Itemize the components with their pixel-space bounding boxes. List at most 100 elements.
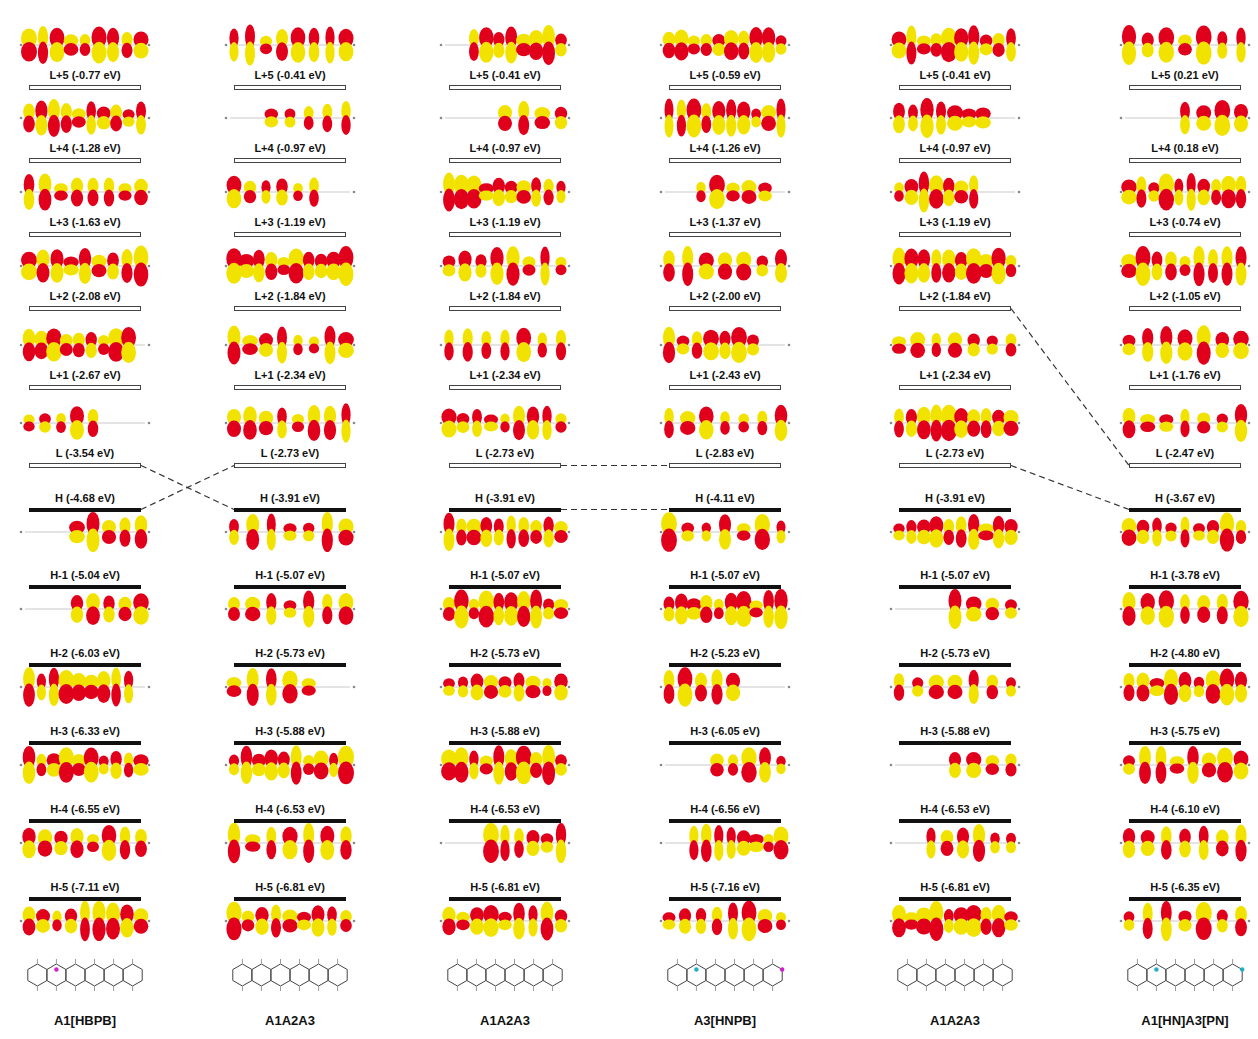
orbital-lobe [340,919,352,932]
orbital-lobe [1248,117,1251,120]
level-energy: H (-4.11 eV) [695,492,754,505]
level-energy: H-2 (-4.80 eV) [1150,647,1220,660]
orbital-lobe [245,607,260,621]
orbital-lobe [1194,685,1205,697]
level-bar [449,385,561,390]
orbital-lobe [23,684,35,707]
orbital-lobe [890,117,893,120]
occupied-level: H-4 (-6.53 eV) [899,799,1011,823]
orbital-lobe [702,530,711,541]
level-energy: L+4 (-0.97 eV) [919,142,990,155]
level-energy: L+3 (-1.37 eV) [689,216,760,229]
orbital-lobe [1120,422,1123,425]
orbital-lobe [660,608,663,611]
h-bond [772,959,773,964]
level-bar [234,663,346,667]
orbital-lobe [980,43,993,55]
orbital-lobe [1006,343,1017,357]
level-energy: L (-2.73 eV) [476,447,535,460]
orbital-lobe [481,343,491,360]
h-bond [280,959,281,964]
orbital-lobe [1196,42,1212,65]
orbital-lobe [134,262,149,286]
ring-bond [763,964,782,986]
level-energy: L+1 (-2.67 eV) [49,369,120,382]
orbital-lobe [709,189,725,209]
orbital-lobe [20,191,23,194]
orbital-lobe [1006,42,1016,62]
orbital-lobe [518,115,529,135]
orbital-lobe [892,343,906,353]
orbital-lobe [968,529,979,550]
orbital-lobe [46,342,61,362]
orbital-lobe [714,840,723,861]
orbital-lobe [454,606,469,629]
orbital-lobe [227,421,241,438]
orbital-lobe [121,342,136,363]
orbital-lobe [229,530,239,545]
level-energy: L+1 (-2.34 eV) [254,369,325,382]
orbital-lobe [490,263,503,285]
orbital-lobe [992,918,1006,937]
level-energy: H-4 (-6.10 eV) [1150,803,1220,816]
orbital-lobe [121,263,132,283]
orbital-lobe [677,343,690,354]
orbital-lobe [1248,608,1251,611]
level-bar [29,663,141,667]
h-bond [677,986,678,991]
occupied-level: H-5 (-7.16 eV) [669,877,781,901]
level-bar [449,585,561,589]
orbital-lobe [568,265,571,268]
orbital-lobe [942,263,955,282]
orbital-lobe [456,919,470,930]
orbital-lobe [37,685,46,701]
orbital-lobe [1139,762,1151,784]
orbital-lobe [79,263,91,284]
orbital-lobe [660,531,663,534]
orbital-lobe [1148,190,1159,201]
orbital-lobe [728,918,738,940]
level-energy: H-1 (-5.07 eV) [255,569,325,582]
orbital-lobe [225,344,228,347]
level-energy: H-2 (-5.73 eV) [920,647,990,660]
unoccupied-level: L+3 (-1.37 eV) [669,212,781,237]
heteroatom [54,967,58,971]
orbital-lobe [134,919,149,934]
ring-bond [290,964,309,986]
orbital-lobe [954,190,968,203]
orbital-lobe [788,191,791,194]
orbital-lobe [285,116,296,127]
level-bar [899,663,1011,667]
orbital-lobe [277,342,287,364]
orbital-lobe [663,342,675,363]
orbital-lobe [56,421,66,433]
orbital-lobe [20,686,23,689]
orbital-lobe [688,43,700,54]
orbital-lobe [1018,764,1021,767]
orbital-lobe [660,842,663,845]
orbital-lobe [726,685,740,702]
orbital-lobe [665,115,674,138]
occupied-level: H (-3.91 eV) [899,488,1011,512]
occupied-level: H-4 (-6.10 eV) [1129,799,1241,823]
orbital-lobe [1018,842,1021,845]
orbital-lobe [1197,607,1210,623]
orbital-lobe [1234,762,1249,779]
orbital-lobe [947,116,963,131]
h-bond [457,986,458,991]
orbital-lobe [35,343,49,360]
orbital-lobe [932,343,941,357]
molecule-name: A3[HNPB] [694,1013,756,1028]
orbital-lobe [919,188,929,212]
orbital-lobe [339,263,354,286]
molecule-name: A1A2A3 [930,1013,980,1028]
orbital-lobe [61,115,72,133]
unoccupied-level: L (-2.83 eV) [669,443,781,468]
orbital-lobe [968,343,980,357]
orbital-lobe [23,116,35,133]
orbital-lobe [1180,264,1191,276]
orbital-lobe [1236,530,1246,544]
orbital-lobe [530,530,542,544]
orbital-lobe [1124,919,1135,931]
